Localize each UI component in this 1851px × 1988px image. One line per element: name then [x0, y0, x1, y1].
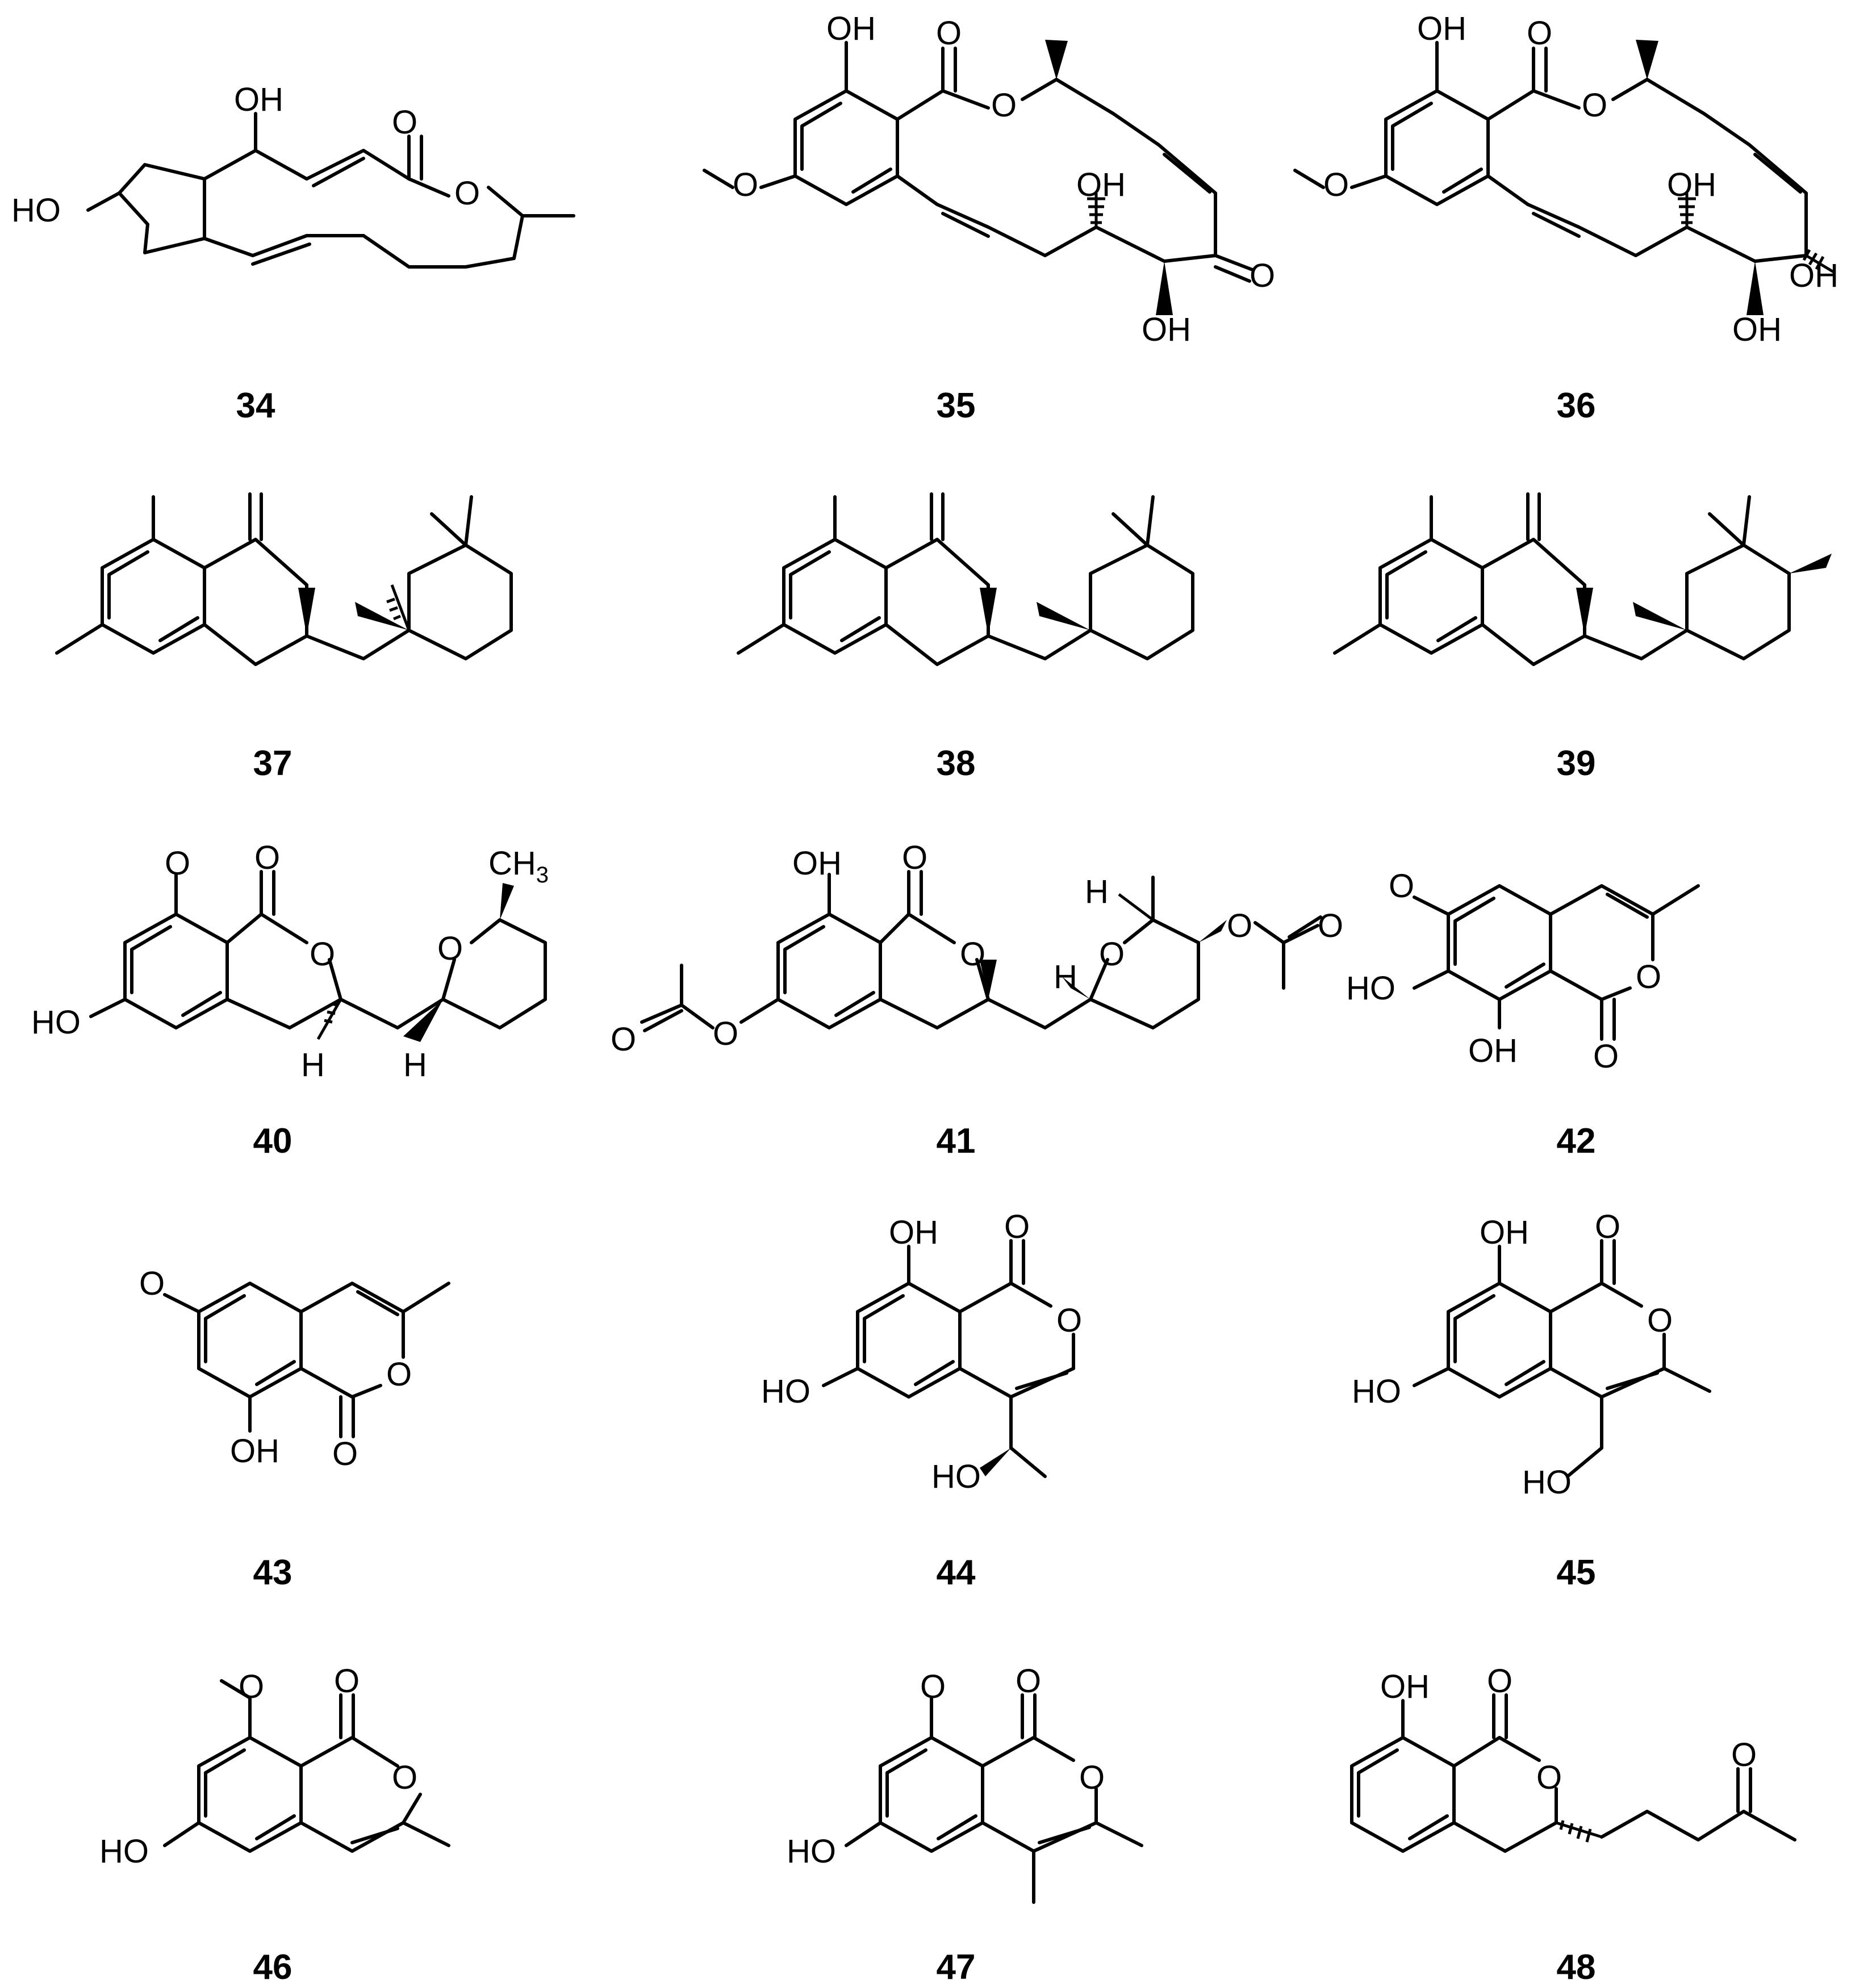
structure-48: OH O O O 48: [1350, 1663, 1796, 1987]
atom-36-oh-bottom: OH: [1732, 311, 1782, 348]
atom-47-methoxy-o: O: [920, 1668, 946, 1705]
atom-48-o-ketone: O: [1731, 1736, 1757, 1773]
atom-35-methoxy-o: O: [733, 166, 758, 203]
label-35: 35: [937, 386, 976, 425]
atom-35-o-ketone: O: [1250, 257, 1275, 294]
atom-41-oh: OH: [792, 845, 842, 882]
structure-39: 39: [1333, 492, 1832, 783]
atom-42-o-ring: O: [1636, 959, 1661, 995]
label-34: 34: [236, 386, 275, 425]
atom-46-o-ring: O: [392, 1759, 417, 1796]
atom-34-oh: OH: [234, 81, 283, 118]
structure-36: OH O O O OH OH OH 36: [1293, 10, 1839, 425]
atom-45-o-carbonyl: O: [1595, 1208, 1620, 1245]
atom-44-oh: OH: [889, 1214, 938, 1251]
atom-42-oh: OH: [1468, 1032, 1518, 1069]
atom-42-o-carbonyl: O: [1593, 1038, 1619, 1075]
label-42: 42: [1557, 1121, 1596, 1161]
atom-35-oh-bottom: OH: [1142, 311, 1191, 348]
atom-41-o-acetyl-left: O: [611, 1021, 636, 1058]
atom-46-o-carbonyl: O: [334, 1663, 360, 1700]
atom-36-oh-top: OH: [1417, 10, 1466, 47]
atom-47-o-ring: O: [1079, 1759, 1105, 1796]
label-39: 39: [1557, 744, 1596, 783]
atom-43-o-carbonyl: O: [332, 1435, 358, 1472]
atom-44-ho: HO: [761, 1373, 810, 1410]
structure-47: O O O HO 47: [787, 1663, 1143, 1987]
atom-35-oh-top: OH: [826, 10, 876, 47]
atom-34-o-ring: O: [454, 175, 480, 212]
atom-40-h-right: H: [403, 1047, 427, 1083]
label-48: 48: [1557, 1948, 1596, 1987]
atom-45-oh: OH: [1480, 1214, 1529, 1251]
atom-45-o-ring: O: [1647, 1302, 1673, 1339]
atom-34-o-carbonyl: O: [392, 104, 417, 141]
atom-48-oh: OH: [1380, 1668, 1430, 1705]
atom-36-oh-right: OH: [1789, 257, 1839, 294]
label-41: 41: [937, 1121, 976, 1161]
label-44: 44: [937, 1553, 976, 1592]
label-36: 36: [1557, 386, 1596, 425]
atom-40-ch3: CH3: [488, 845, 549, 888]
atom-41-o-ester-right: O: [1227, 907, 1252, 944]
structure-37: 37: [55, 492, 513, 783]
atom-41-o-carbonyl: O: [902, 839, 927, 876]
label-47: 47: [937, 1948, 976, 1987]
atom-40-ho: HO: [31, 1004, 81, 1041]
structure-42: O HO OH O O 42: [1346, 868, 1700, 1161]
atom-47-ho: HO: [787, 1833, 836, 1870]
atom-34-ho: HO: [11, 192, 61, 229]
atom-43-oh: OH: [230, 1433, 279, 1470]
atom-41-h-left: H: [1054, 959, 1077, 995]
atom-40-o-pyran: O: [437, 930, 463, 967]
atom-48-o-carbonyl: O: [1487, 1663, 1512, 1700]
atom-35-o-ring: O: [991, 87, 1017, 124]
label-37: 37: [253, 744, 293, 783]
atom-44-o-ring: O: [1056, 1302, 1082, 1339]
atom-36-o-ring: O: [1582, 87, 1607, 124]
atom-40-methoxy-o: O: [165, 845, 190, 882]
atom-48-o-ring: O: [1536, 1759, 1562, 1796]
structure-43: O OH O O 43: [139, 1265, 450, 1592]
label-40: 40: [253, 1121, 293, 1161]
structure-46: O O O HO 46: [99, 1663, 450, 1987]
atom-44-ho-side: HO: [931, 1458, 981, 1495]
label-38: 38: [937, 744, 976, 783]
structure-35: OH O O O OH O OH 35: [703, 10, 1275, 425]
atom-44-o-carbonyl: O: [1004, 1208, 1030, 1245]
label-43: 43: [253, 1553, 293, 1592]
atom-43-methoxy-o: O: [139, 1265, 165, 1302]
label-46: 46: [253, 1948, 293, 1987]
atom-43-o-ring: O: [386, 1356, 412, 1393]
atom-40-o-ring: O: [310, 936, 335, 973]
atom-40-h-left: H: [301, 1047, 325, 1083]
atom-46-methoxy-o: O: [239, 1668, 264, 1705]
atom-41-o-pyran: O: [1099, 936, 1125, 973]
atom-47-o-carbonyl: O: [1016, 1663, 1041, 1700]
atom-36-oh-mid: OH: [1667, 166, 1716, 203]
atom-36-methoxy-o: O: [1323, 166, 1349, 203]
atom-45-ho-side: HO: [1522, 1464, 1572, 1501]
atom-45-ho: HO: [1352, 1373, 1401, 1410]
atom-41-o-ester-left: O: [713, 1015, 738, 1052]
structure-41: OH O O O O H O H O O 41: [611, 839, 1343, 1161]
atom-42-methoxy-o: O: [1389, 868, 1414, 905]
structure-34: OH O O HO 34: [11, 81, 575, 425]
label-45: 45: [1557, 1553, 1596, 1592]
atom-40-o-carbonyl: O: [254, 839, 280, 876]
atom-35-o-carbonyl: O: [936, 15, 962, 52]
atom-42-ho: HO: [1346, 970, 1395, 1007]
structure-38: 38: [737, 492, 1194, 783]
atom-35-oh-mid: OH: [1076, 166, 1126, 203]
atom-46-ho: HO: [99, 1833, 149, 1870]
atom-41-h-top: H: [1085, 873, 1109, 910]
structure-44: OH O O HO HO 44: [761, 1208, 1082, 1592]
structure-45: OH O O HO HO 45: [1352, 1208, 1711, 1592]
atom-41-o-ring: O: [960, 936, 985, 973]
structure-40: O O O HO H O H CH3 40: [31, 839, 549, 1161]
atom-36-o-carbonyl: O: [1527, 15, 1552, 52]
atom-41-o-acetyl-right: O: [1318, 907, 1343, 944]
